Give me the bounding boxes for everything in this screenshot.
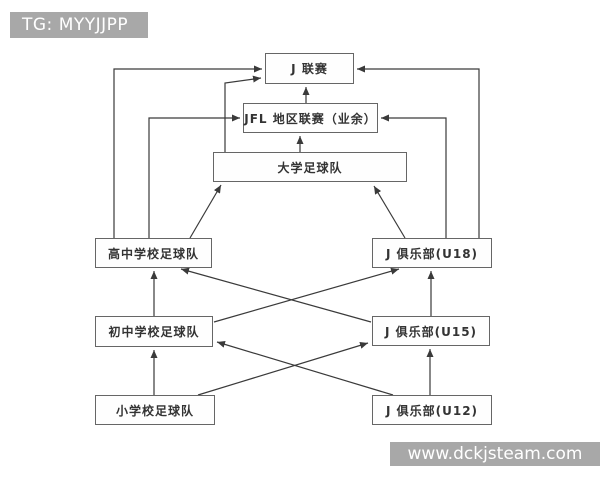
- node-u15: J 俱乐部(U15): [372, 316, 490, 346]
- edge-middle-school-to-u18: [213, 267, 400, 323]
- node-middle-school: 初中学校足球队: [95, 316, 213, 347]
- edge-high-school-to-jfl: [148, 114, 240, 238]
- node-u18: J 俱乐部(U18): [372, 238, 492, 268]
- edge-university-to-j-league: [224, 75, 262, 152]
- node-jfl: JFL 地区联赛（业余）: [243, 103, 378, 133]
- edge-u12-to-middle-school: [216, 340, 394, 396]
- node-university: 大学足球队: [213, 152, 407, 182]
- edge-high-school-to-university: [189, 184, 222, 239]
- edge-u15-to-high-school: [180, 267, 372, 323]
- node-elementary-school: 小学校足球队: [95, 395, 215, 425]
- node-high-school: 高中学校足球队: [95, 238, 212, 268]
- edge-high-school-to-j-league: [113, 65, 262, 238]
- site-watermark: www.dckjsteam.com: [390, 442, 600, 466]
- edge-u18-to-university: [373, 185, 406, 239]
- edge-u18-to-jfl: [381, 114, 447, 238]
- edge-elementary-school-to-u15: [197, 341, 369, 396]
- node-u12: J 俱乐部(U12): [372, 395, 492, 425]
- edge-u18-to-j-league: [357, 65, 480, 238]
- node-j-league: J 联赛: [265, 53, 354, 84]
- tg-watermark-banner: TG: MYYJJPP: [10, 12, 148, 38]
